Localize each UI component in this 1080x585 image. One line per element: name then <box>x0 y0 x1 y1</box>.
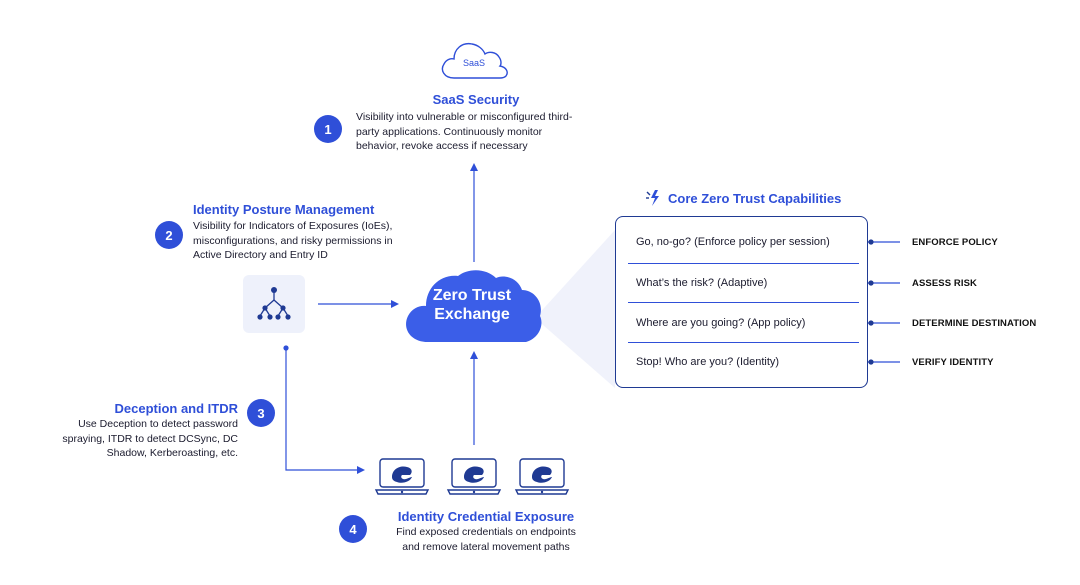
hierarchy-tile <box>243 275 305 333</box>
cloud-icon <box>406 270 542 342</box>
capability-row-text: What’s the risk? (Adaptive) <box>636 277 768 289</box>
saas-cloud-label: SaaS <box>462 58 486 68</box>
deception-connector <box>285 348 358 471</box>
identity-posture-desc-line: Active Directory and Entry ID <box>193 249 328 261</box>
sparkle-icon <box>645 189 663 207</box>
saas-desc-line: party applications. Continuously monitor <box>356 125 543 138</box>
credential-title: Identity Credential Exposure <box>397 509 575 524</box>
saas-desc-line: behavior, revoke access if necessary <box>356 140 528 152</box>
credential-desc-line: Find exposed credentials on endpoints <box>396 526 576 538</box>
laptop-icon <box>444 456 504 496</box>
capabilities-divider <box>628 342 859 344</box>
saas-cloud: SaaS <box>436 36 512 82</box>
center-title-line2: Exchange <box>434 306 510 323</box>
capability-label: ASSESS RISK <box>912 278 977 289</box>
saas-desc-line: Visibility into vulnerable or misconfigu… <box>356 111 573 123</box>
badge-1: 1 <box>314 115 342 143</box>
capability-label: ENFORCE POLICY <box>912 237 998 248</box>
badge-4: 4 <box>339 515 367 543</box>
identity-posture-desc-line: misconfigurations, and risky permissions… <box>193 234 393 247</box>
badge-2: 2 <box>155 221 183 249</box>
cloud-icon <box>441 42 508 79</box>
deception-desc-line: Shadow, Kerberoasting, etc. <box>106 447 238 459</box>
deception-desc-line: spraying, ITDR to detect DCSync, DC <box>62 432 238 445</box>
saas-title: SaaS Security <box>432 92 520 107</box>
identity-posture-desc-line: Visibility for Indicators of Exposures (… <box>193 220 393 232</box>
saas-desc: Visibility into vulnerable or misconfigu… <box>356 110 606 154</box>
deception-desc: Use Deception to detect password sprayin… <box>30 417 238 461</box>
arrow-head-up <box>470 351 478 359</box>
capabilities-divider <box>628 263 859 265</box>
capabilities-divider <box>628 302 859 304</box>
capability-label: VERIFY IDENTITY <box>912 357 994 368</box>
arrow-head-cloud <box>391 300 399 308</box>
center-title-line1: Zero Trust <box>432 287 512 304</box>
laptop-icon <box>372 456 432 496</box>
capability-row-text: Stop! Who are you? (Identity) <box>636 356 780 368</box>
capabilities-title: Core Zero Trust Capabilities <box>668 191 842 206</box>
zero-trust-exchange-cloud: Zero Trust Exchange <box>398 258 546 348</box>
badge-3: 3 <box>247 399 275 427</box>
credential-desc-line: and remove lateral movement paths <box>402 540 570 553</box>
capability-row-text: Go, no-go? (Enforce policy per session) <box>636 236 830 248</box>
credential-desc: Find exposed credentials on endpoints an… <box>376 525 596 554</box>
capabilities-panel <box>615 216 868 388</box>
arrow-head-saas <box>470 163 478 171</box>
projection-wedge <box>535 230 615 388</box>
capability-label: DETERMINE DESTINATION <box>912 318 1037 329</box>
identity-posture-title: Identity Posture Management <box>193 202 375 217</box>
laptop-icon <box>512 456 572 496</box>
capability-row-text: Where are you going? (App policy) <box>636 317 806 329</box>
deception-title: Deception and ITDR <box>114 401 238 416</box>
identity-posture-desc: Visibility for Indicators of Exposures (… <box>193 219 453 263</box>
capability-connectors <box>868 241 900 363</box>
deception-desc-line: Use Deception to detect password <box>78 418 238 430</box>
hierarchy-icon <box>257 287 291 320</box>
